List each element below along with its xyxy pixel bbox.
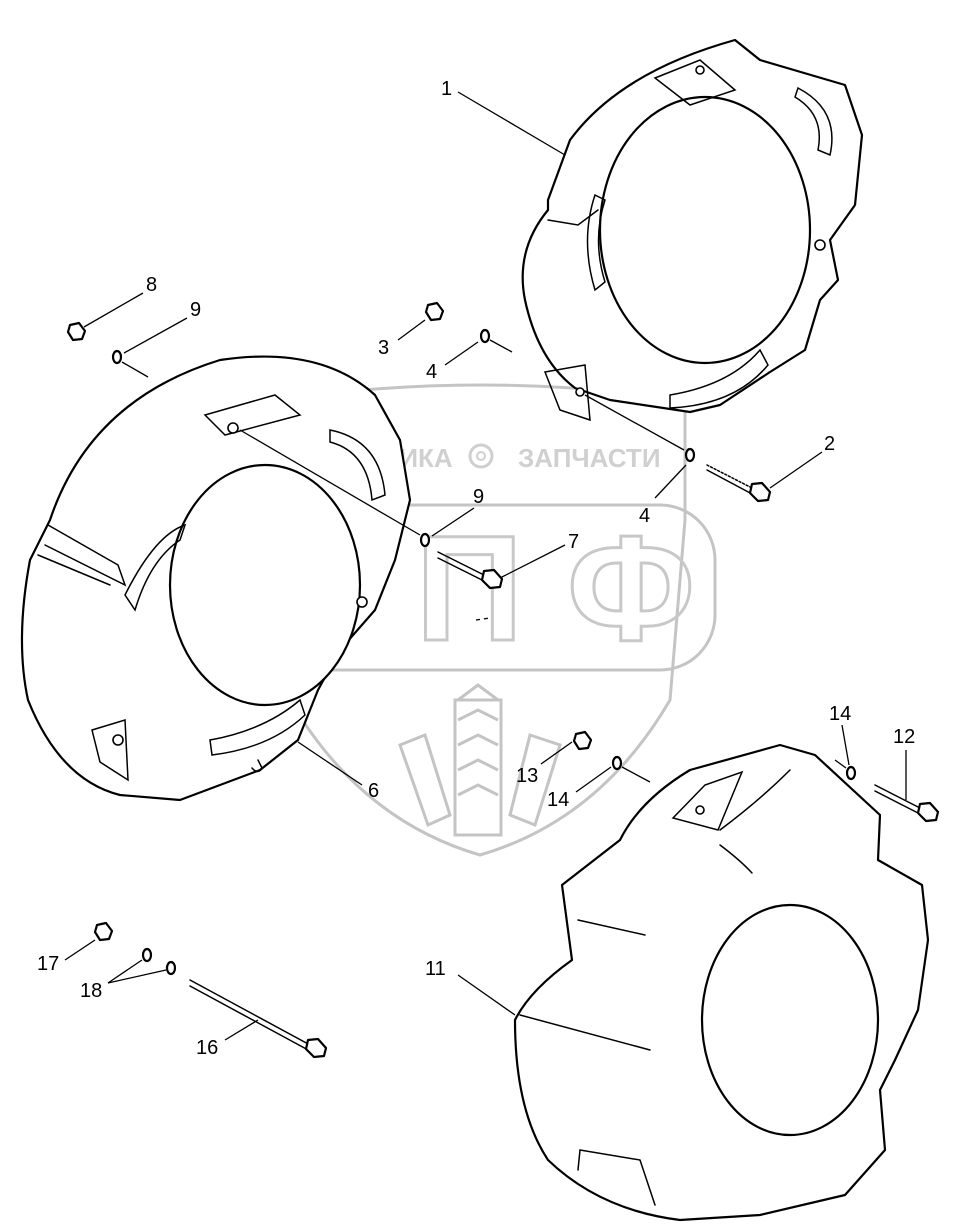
bolt-12 [874, 784, 940, 823]
callout-8: 8 [146, 274, 157, 296]
nut-3 [424, 301, 445, 322]
bolt-2 [706, 464, 772, 503]
callout-1: 1 [441, 78, 452, 100]
callout-11: 11 [425, 958, 446, 980]
washer-9a [111, 349, 123, 365]
weight-6 [20, 355, 412, 802]
nut-17 [93, 921, 114, 942]
washer-14b [845, 765, 857, 781]
callout-2: 2 [824, 433, 835, 455]
callout-4-right: 4 [639, 505, 650, 527]
callout-4-top: 4 [426, 361, 437, 383]
callout-14-left: 14 [547, 789, 569, 811]
watermark-brand-right: ЗАПЧАСТИ [518, 443, 661, 473]
nut-13 [572, 730, 593, 751]
watermark-wheat-icon [398, 683, 562, 837]
callout-9-mid: 9 [473, 486, 484, 508]
bolt-16 [189, 979, 328, 1059]
weight-11 [513, 743, 930, 1222]
callout-14-right: 14 [829, 703, 851, 725]
weight-1 [521, 38, 864, 422]
washer-4a [479, 328, 491, 344]
callout-6: 6 [368, 780, 379, 802]
callout-3: 3 [378, 337, 389, 359]
nut-8 [66, 321, 87, 342]
washer-14a [611, 755, 623, 771]
callout-18: 18 [80, 980, 102, 1002]
callout-12: 12 [893, 726, 915, 748]
callout-16: 16 [196, 1037, 218, 1059]
callout-7: 7 [568, 531, 579, 553]
callout-9-top: 9 [190, 299, 201, 321]
leader-lines [64, 91, 907, 1041]
callouts: 1 2 3 4 4 6 7 8 9 9 11 12 13 14 14 16 17… [37, 78, 915, 1059]
washer-18a [141, 947, 153, 963]
bolt-7 [437, 551, 504, 590]
washer-9b [419, 532, 431, 548]
washer-18b [165, 960, 177, 976]
callout-13: 13 [516, 765, 538, 787]
assembly-lines [121, 339, 847, 783]
watermark-gear-icon [468, 443, 494, 469]
callout-17: 17 [37, 953, 59, 975]
washer-4b [684, 447, 696, 463]
